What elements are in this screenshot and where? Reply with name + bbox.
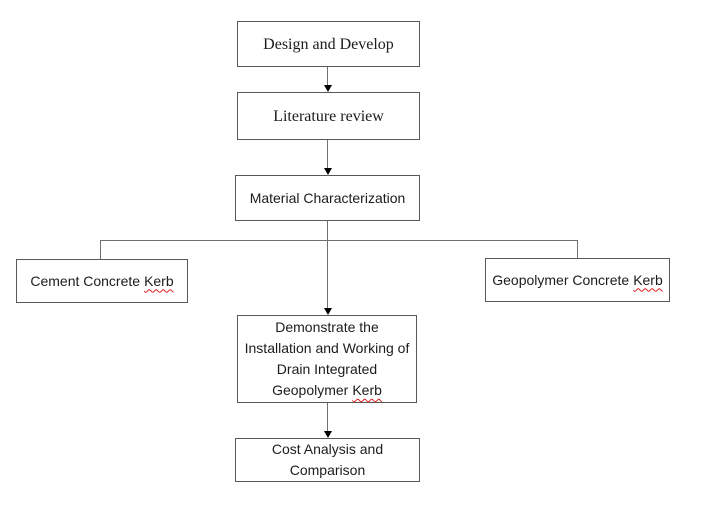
flow-node-cost-analysis-comparison: Cost Analysis and Comparison [235,438,420,482]
misspelled-word: Kerb [144,272,174,289]
flow-node-literature-review: Literature review [237,92,420,140]
flow-node-design-and-develop: Design and Develop [237,21,420,67]
connector-literature-to-material [327,140,328,169]
flow-node-geopolymer-concrete-kerb: Geopolymer Concrete Kerb [485,258,670,302]
node-label-line: Geopolymer Kerb [272,380,382,401]
flow-node-demonstrate-installation: Demonstrate the Installation and Working… [237,315,417,403]
node-label-line: Demonstrate the [275,319,379,335]
arrowhead-literature [324,85,332,92]
arrowhead-demonstrate [324,308,332,315]
arrowhead-cost [324,431,332,438]
flow-node-cement-concrete-kerb: Cement Concrete Kerb [16,259,188,303]
connector-demonstrate-to-cost [327,403,328,431]
connector-material-to-demonstrate [327,221,328,308]
connector-branch-to-cement [100,240,101,259]
node-label: Geopolymer Concrete Kerb [492,270,663,291]
node-label-line: Drain Integrated [276,361,378,377]
node-label: Material Characterization [249,189,406,206]
connector-design-to-literature [327,67,328,86]
node-label: Literature review [273,107,384,125]
connector-branch-to-geopolymer [577,240,578,258]
node-label-line: Comparison [289,462,366,478]
connector-branch-horizontal [100,240,577,241]
node-label-line: Installation and Working of [244,340,410,356]
node-label: Cement Concrete Kerb [30,271,173,292]
node-label: Design and Develop [263,35,394,53]
misspelled-word: Kerb [352,382,382,398]
misspelled-word: Kerb [633,271,663,288]
arrowhead-material [324,168,332,175]
flow-node-material-characterization: Material Characterization [235,175,420,221]
node-label-line: Cost Analysis and [271,441,384,457]
